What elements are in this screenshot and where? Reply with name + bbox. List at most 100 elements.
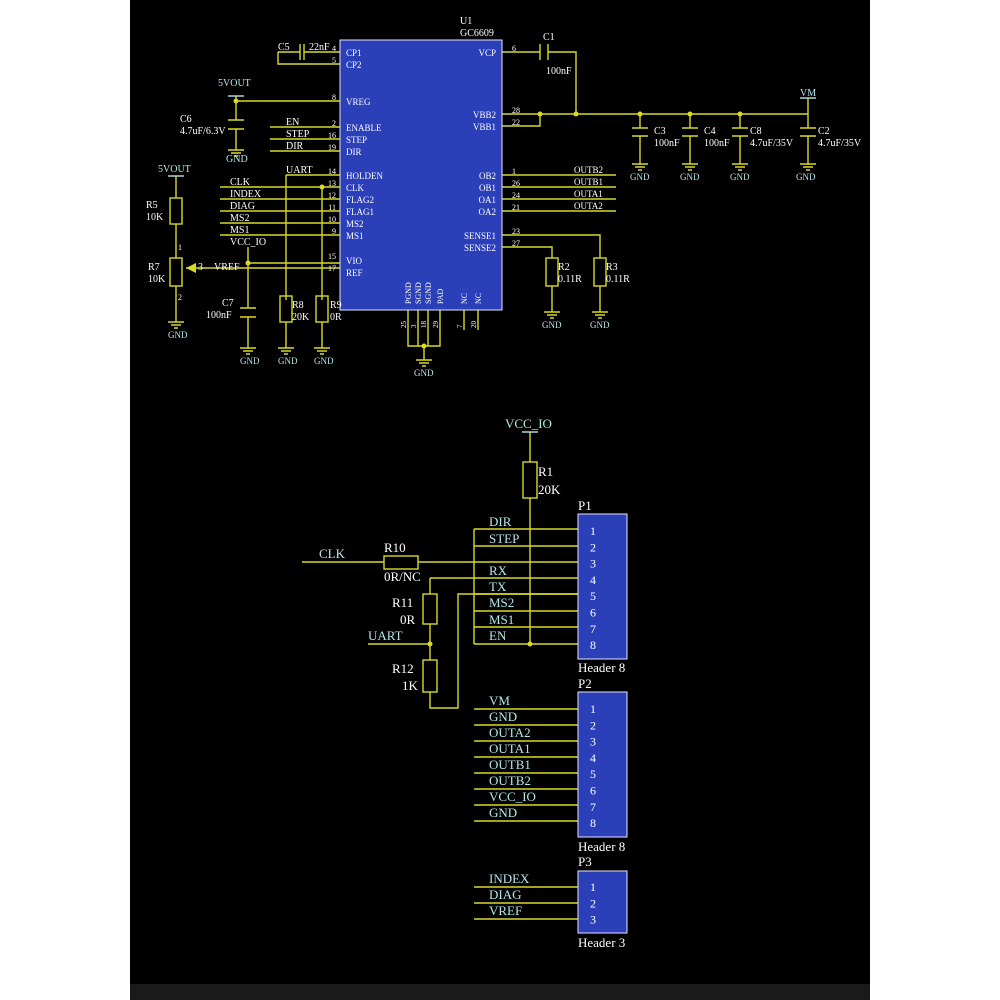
sense-wires	[502, 234, 601, 312]
c1-wires	[502, 44, 577, 114]
u1-pin-name: SENSE2	[464, 243, 496, 253]
p2-net-label: GND	[489, 709, 517, 724]
p2-name: Header 8	[578, 839, 625, 854]
u1-pin-name: NC	[460, 293, 469, 304]
r11-value: 0R	[400, 612, 416, 627]
vm-label: VM	[800, 88, 816, 99]
p2-pin-number: 3	[590, 735, 596, 749]
bottom-scrollbar[interactable]	[130, 984, 870, 1000]
u1-pin-number: 26	[512, 179, 520, 188]
c1-ref: C1	[543, 32, 555, 43]
vbb-wires	[502, 113, 808, 127]
gnd-symbol	[800, 163, 816, 171]
p2-pin-number: 4	[590, 751, 596, 765]
p2-pin-number: 7	[590, 800, 596, 814]
p1-name: Header 8	[578, 660, 625, 675]
p2-net-label: OUTA1	[489, 741, 531, 756]
net-uart: UART	[286, 165, 313, 176]
p1-net-label: MS1	[489, 612, 514, 627]
pot-pin-top: 1	[178, 243, 182, 252]
u1-pin-number: 29	[432, 321, 440, 329]
u1-pin-name: SGND	[424, 282, 433, 304]
r3-value: 0.11R	[606, 274, 630, 285]
gnd-symbol	[314, 347, 330, 355]
c7-plates	[240, 307, 256, 318]
u1-pin-name: MS1	[346, 231, 364, 241]
r11-body	[422, 593, 438, 625]
u1-pin-name: REF	[346, 268, 363, 278]
u1-pin-number: 25	[400, 321, 408, 329]
net-clk: CLK	[230, 177, 251, 188]
u1-designator: U1	[460, 16, 472, 27]
net-vref: VREF	[214, 262, 240, 273]
r2-ref: R2	[558, 262, 570, 273]
p1-net-label: DIR	[489, 514, 512, 529]
p3-ref: P3	[578, 854, 592, 869]
p1-net-label: MS2	[489, 595, 514, 610]
u1-body	[339, 39, 503, 311]
p1-pin-number: 5	[590, 589, 596, 603]
u1-pin-name: CP1	[346, 48, 362, 58]
u1-pin-name: PGND	[404, 282, 413, 304]
net-step: STEP	[286, 129, 310, 140]
pot-wiper-arrow	[186, 263, 196, 273]
u1-pin-number: 13	[328, 179, 336, 188]
gnd-label: GND	[590, 320, 610, 330]
net-index: INDEX	[230, 189, 262, 200]
r1-ref: R1	[538, 464, 553, 479]
junction	[737, 111, 743, 117]
r8-value: 20K	[292, 312, 310, 323]
r5-value: 10K	[146, 212, 164, 223]
junction	[527, 641, 533, 647]
net-outb2: OUTB2	[574, 165, 603, 175]
r2-body	[545, 257, 559, 287]
p2-net-label: VCC_IO	[489, 789, 536, 804]
p1-pin-number: 1	[590, 524, 596, 538]
net-outa2: OUTA2	[574, 201, 603, 211]
gnd-symbol	[732, 163, 748, 171]
net-dir: DIR	[286, 141, 304, 152]
u1-pin-number: 11	[328, 203, 336, 212]
gnd-symbol	[416, 359, 432, 367]
c8-ref: C8	[750, 126, 762, 137]
clk-r10-wire	[302, 529, 475, 644]
r12-value: 1K	[402, 678, 419, 693]
u1-pin-name: FLAG1	[346, 207, 374, 217]
gnd-label: GND	[240, 356, 260, 366]
p3-pin-number: 1	[590, 880, 596, 894]
gnd-label: GND	[542, 320, 562, 330]
u1-pin-name: CP2	[346, 60, 362, 70]
r10-ref: R10	[384, 540, 406, 555]
u1-pin-number: 3	[410, 324, 418, 328]
net-outa1: OUTA1	[574, 189, 603, 199]
u1-pin-name: STEP	[346, 135, 367, 145]
p3-net-label: VREF	[489, 903, 522, 918]
output-wires	[502, 174, 616, 212]
u1-pin-number: 28	[512, 106, 520, 115]
p1-pin-number: 3	[590, 557, 596, 571]
u1-pin-number: 1	[512, 167, 516, 176]
gnd-symbol	[240, 347, 256, 355]
u1-part: GC6609	[460, 28, 494, 39]
p3-body	[577, 870, 628, 934]
u1-pin-name: FLAG2	[346, 195, 374, 205]
net-en: EN	[286, 117, 299, 128]
p2-net-label: OUTB1	[489, 757, 531, 772]
p2-net-label: VM	[489, 693, 510, 708]
r9-body	[315, 295, 329, 323]
p1-pin-number: 4	[590, 573, 596, 587]
net-diag: DIAG	[230, 201, 255, 212]
p1-net-label: TX	[489, 579, 507, 594]
gnd-symbol	[592, 311, 608, 319]
u1-pin-number: 21	[512, 203, 520, 212]
c2-value: 4.7uF/35V	[818, 138, 862, 149]
c6-plates	[228, 119, 244, 130]
p2-net-label: OUTA2	[489, 725, 531, 740]
p1-body	[577, 513, 628, 660]
c5-ref: C5	[278, 42, 290, 53]
r1-value: 20K	[538, 482, 561, 497]
c5-wires	[277, 44, 340, 65]
p2-ref: P2	[578, 676, 592, 691]
r8-ref: R8	[292, 300, 304, 311]
gnd-symbol	[682, 163, 698, 171]
